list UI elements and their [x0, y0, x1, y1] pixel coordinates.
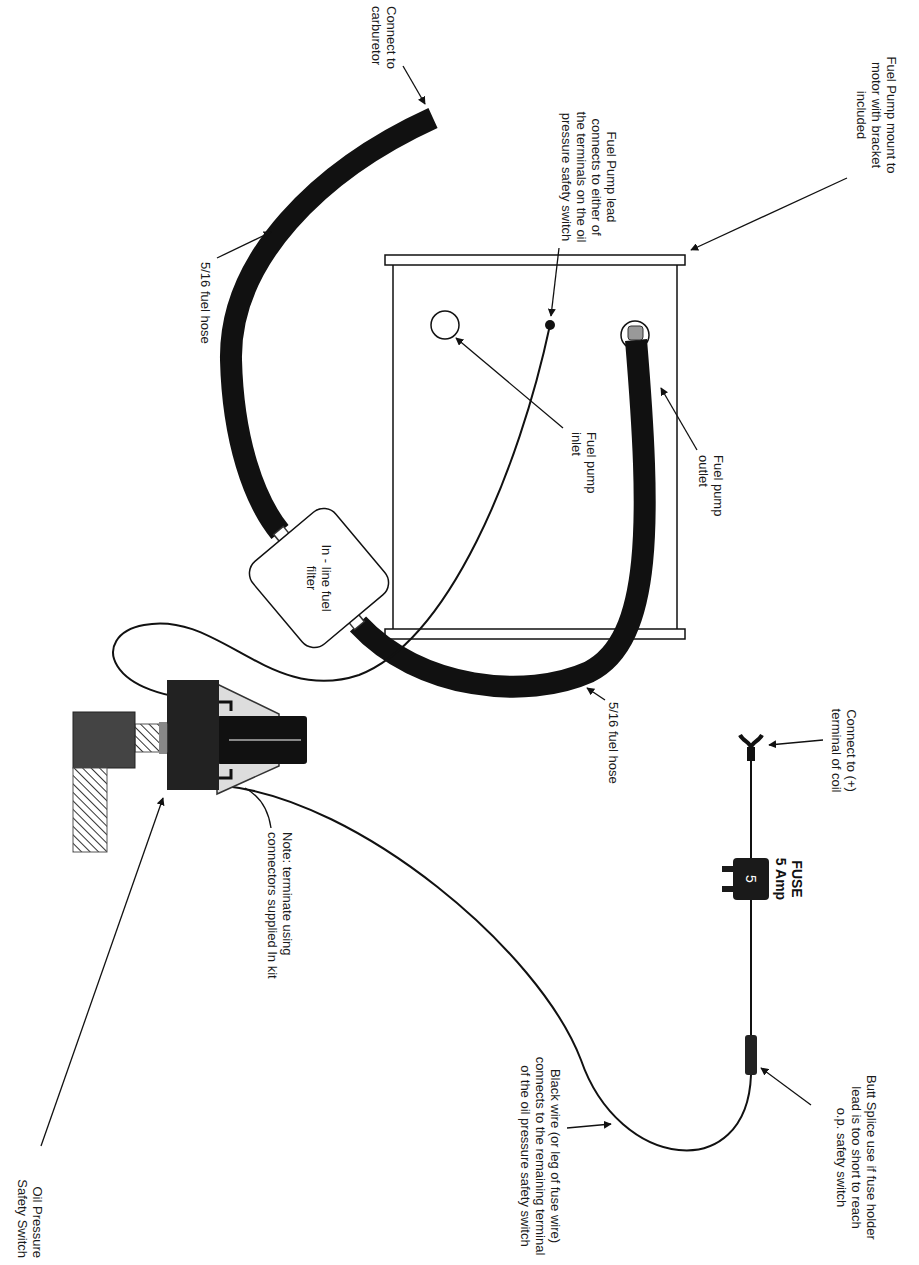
- fork-terminal-barrel: [747, 747, 755, 761]
- switch-terminal: [219, 702, 231, 711]
- note-label: Black wire (or leg of fuse wire) connect…: [518, 1055, 563, 1257]
- leader-arrow: [567, 1124, 611, 1128]
- fuse-rating: 5: [733, 858, 769, 900]
- hose-size-label: 5/16 fuel hose: [606, 702, 621, 784]
- leader-arrow: [691, 178, 847, 250]
- leader-arrow: [761, 1068, 811, 1105]
- fuel-hose: [358, 340, 645, 687]
- leader-arrow: [217, 232, 271, 258]
- elbow-fitting: [73, 712, 135, 768]
- butt-splice: [745, 1035, 757, 1075]
- fork-terminal: [740, 735, 762, 748]
- note-label: Connect to carburetor: [369, 6, 399, 86]
- leader-arrow: [41, 798, 163, 1146]
- fuel-pump-lead-wire: [113, 325, 550, 700]
- outlet-nipple: [628, 326, 643, 340]
- leader-arrow: [551, 248, 559, 316]
- leader-arrow: [456, 338, 563, 428]
- leader-arrow: [661, 388, 697, 450]
- switch-cap: [217, 716, 307, 764]
- pump-end-cap: [385, 629, 685, 639]
- part-label: Oil Pressure Safety Switch: [15, 1150, 45, 1258]
- switch-washer: [159, 722, 167, 754]
- part-label: Fuel pump outlet: [696, 455, 726, 535]
- leader-arrow: [403, 66, 425, 104]
- oil-pipe: [73, 768, 107, 852]
- leader-arrow: [769, 740, 823, 745]
- switch-cap-highlight: [229, 739, 301, 741]
- note-label: Fuel Pump lead connects to either of the…: [559, 108, 619, 246]
- note-label: Connect to (+) terminal of coil: [829, 688, 859, 813]
- leader-arrow: [587, 688, 605, 700]
- part-label: Fuel Pump mount to motor with bracket in…: [854, 40, 899, 190]
- fuse-heading: FUSE 5 Amp: [773, 855, 805, 903]
- black-wire: [225, 786, 751, 1150]
- filter-body: [243, 502, 395, 654]
- leader-line: [245, 788, 271, 828]
- fuse-lead-wire: [750, 900, 752, 1036]
- fuse-lead-wire: [750, 760, 752, 858]
- hose-size-label: 5/16 fuel hose: [198, 262, 213, 344]
- note-label: Note: terminate using connectors supplie…: [265, 832, 295, 982]
- switch-hex-flange: [167, 680, 219, 790]
- filter-label: In - line fuel filter: [304, 541, 334, 615]
- fuel-hose: [231, 118, 433, 532]
- fuse: FUSE 5 Amp5: [733, 855, 805, 903]
- note-label: Butt Splice use if fuse holder lead is t…: [834, 1075, 879, 1240]
- part-label: Fuel pump inlet: [569, 432, 599, 512]
- fuel-filter: In - line fuel filter: [240, 499, 398, 657]
- pump-inlet-port: [431, 311, 459, 339]
- switch-terminal: [219, 769, 231, 778]
- pump-end-cap: [385, 255, 685, 265]
